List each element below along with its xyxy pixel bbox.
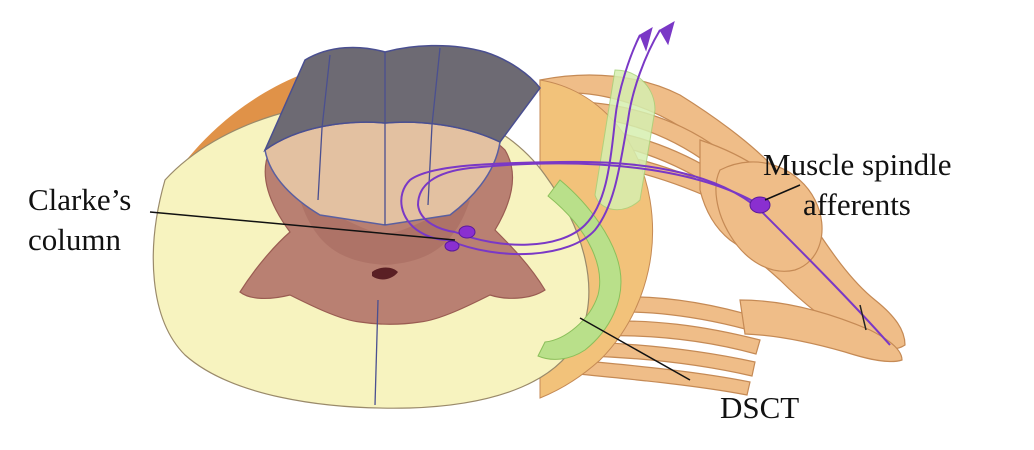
muscle-spindle-afferent-pathway <box>400 29 891 346</box>
gray-commissure-shade <box>300 200 470 265</box>
dorsal-column-divider-left <box>317 54 331 201</box>
dorsal-root-ganglion <box>715 161 823 272</box>
label-muscle-spindle-line2: afferents <box>803 187 911 222</box>
clarke-neuron-upper <box>458 225 476 239</box>
clarke-pointer-line <box>149 211 456 241</box>
ascending-arrowhead-right <box>659 20 675 46</box>
dorsal-column-top <box>263 44 541 153</box>
ventral-median-fissure <box>374 299 379 406</box>
dsct-tract <box>537 179 622 360</box>
ventral-root-nerve-mark <box>859 304 867 331</box>
label-muscle-spindle-line1: Muscle spindle <box>763 147 952 182</box>
spindle-pointer-line <box>764 184 801 201</box>
spindle-afferent-cell-body <box>749 196 771 214</box>
label-clarkes-column-line2: column <box>28 222 121 257</box>
ventral-root-bundle <box>739 299 903 363</box>
clarke-neuron-lower <box>444 240 460 252</box>
dorsal-column-divider-right <box>427 47 441 206</box>
label-dsct: DSCT <box>720 390 799 425</box>
ventral-roots <box>574 296 761 396</box>
label-clarkes-column-line1: Clarke’s <box>28 182 131 217</box>
central-canal <box>372 267 398 280</box>
dsct-pointer-line <box>579 317 691 381</box>
ascending-arrowhead-left <box>639 26 653 52</box>
